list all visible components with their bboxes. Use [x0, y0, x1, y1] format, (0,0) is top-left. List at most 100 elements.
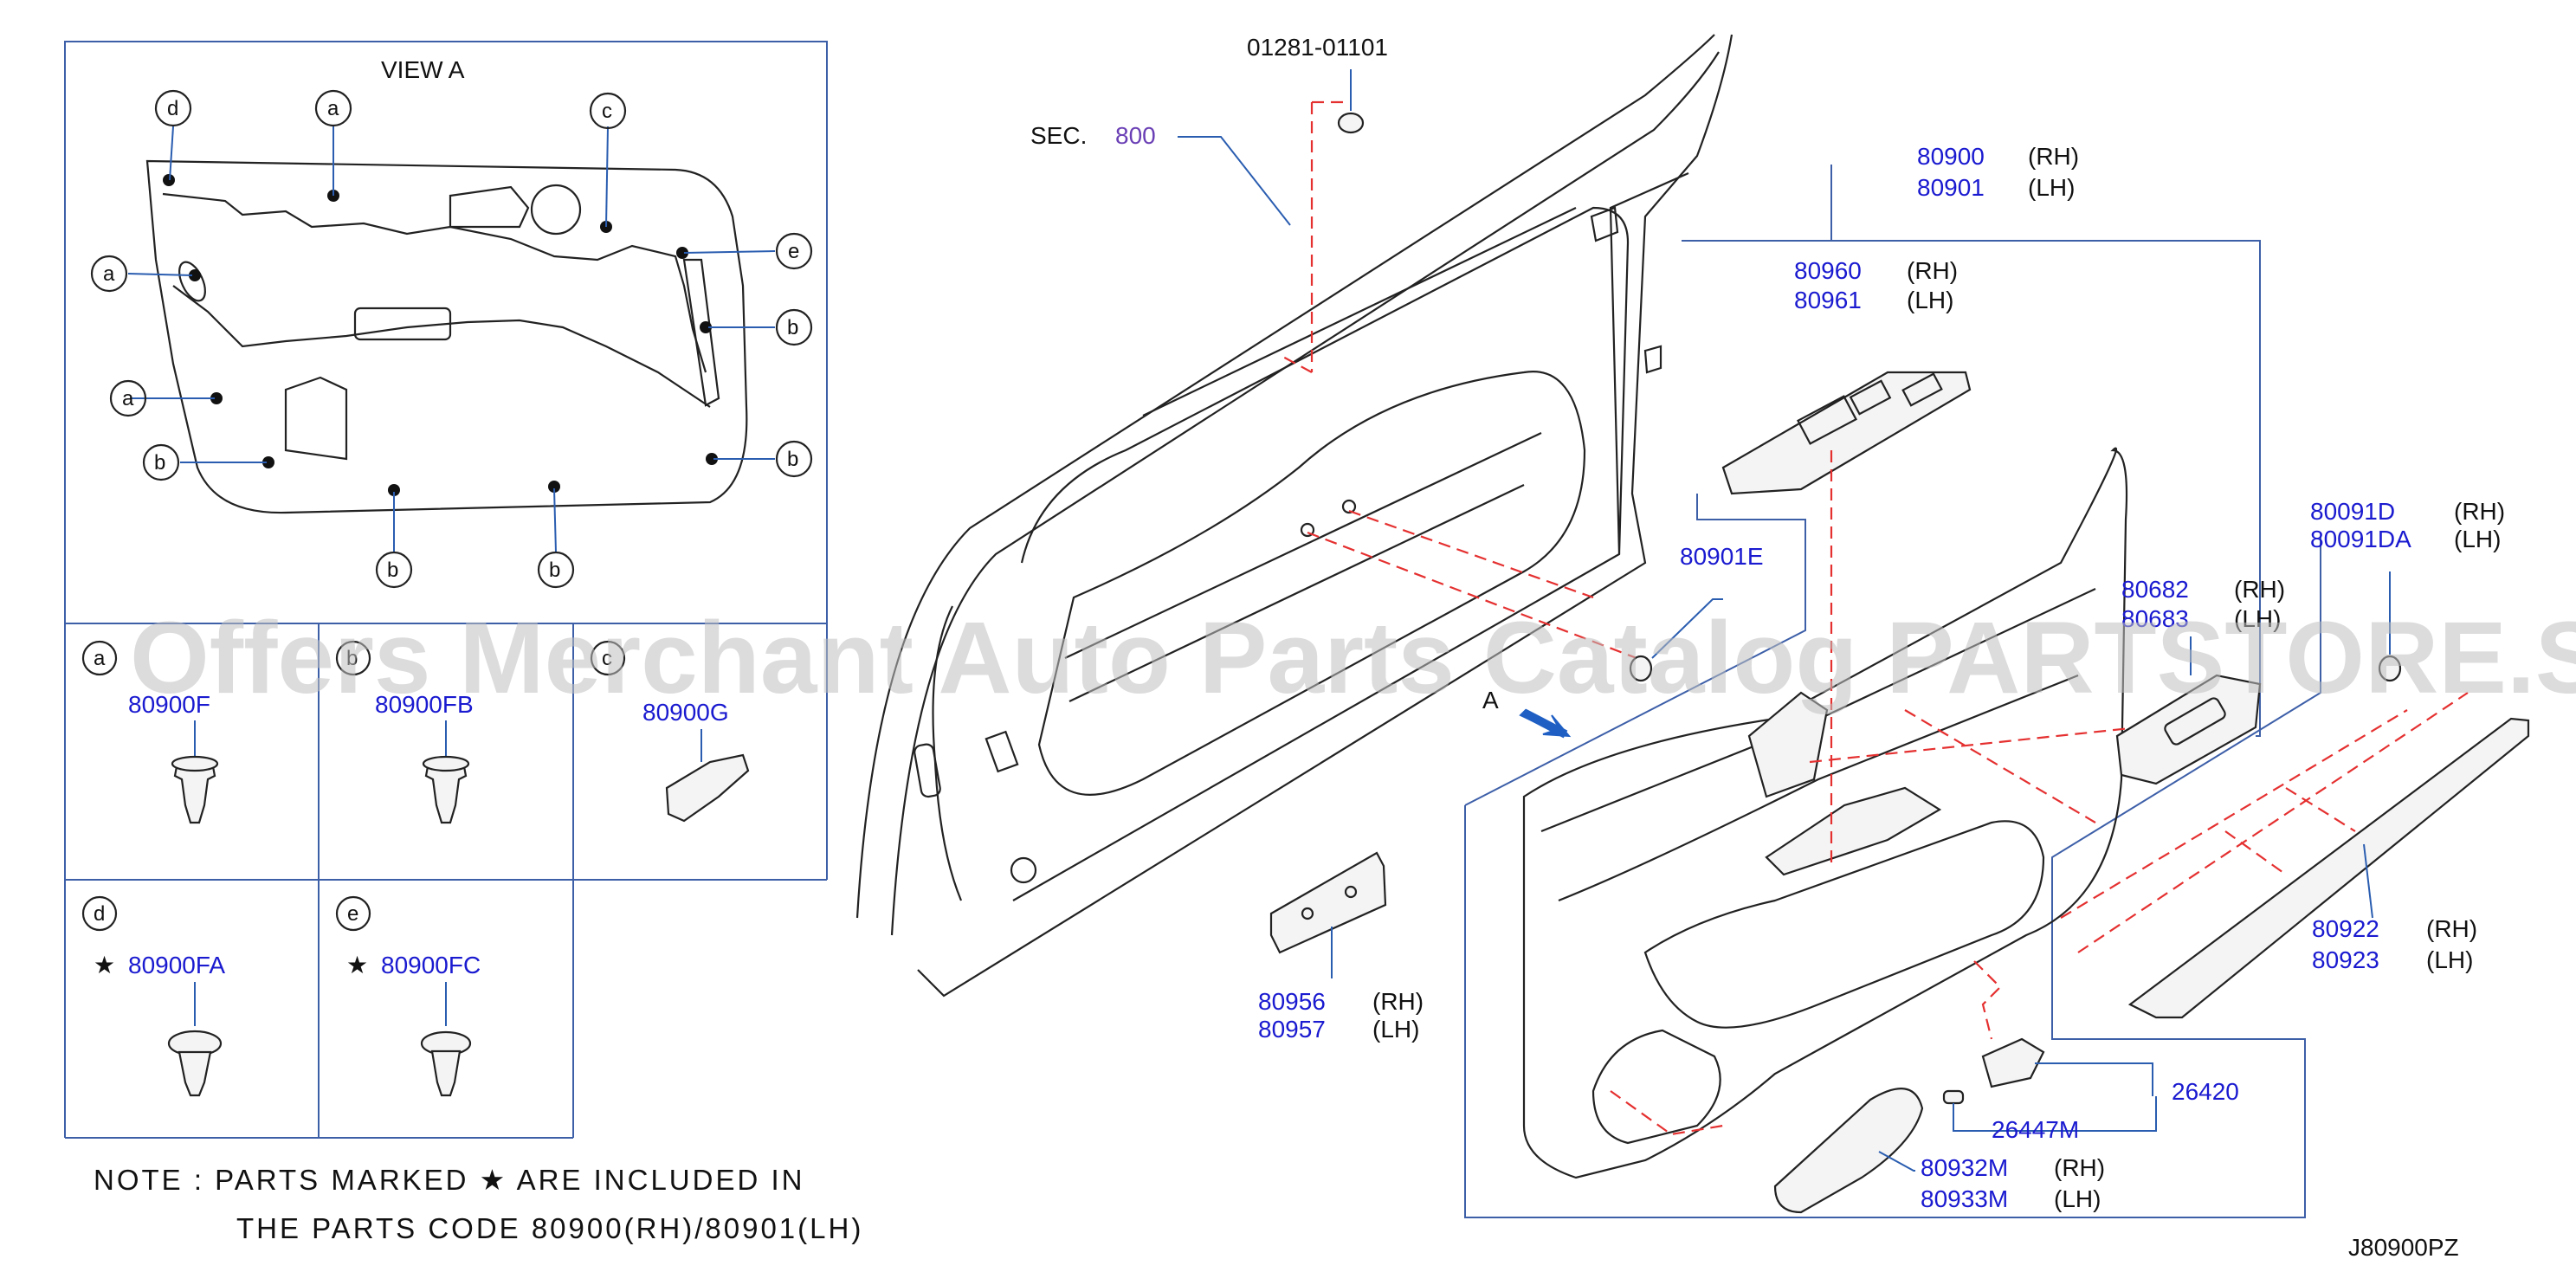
lamp-26420: 26420 26447M [1942, 960, 2239, 1143]
callout-b-right-2: b [775, 440, 813, 478]
switch-panel-80960: 80960 (RH) 80961 (LH) [1721, 257, 1972, 866]
svg-text:e: e [788, 240, 799, 263]
view-a-callouts: d a c a e b a b b b b [90, 89, 813, 589]
svg-text:(RH): (RH) [2454, 498, 2505, 525]
svg-text:(RH): (RH) [1907, 257, 1958, 284]
svg-text:A: A [1482, 687, 1499, 714]
grommet-01281-01101: 01281-01101 [1247, 34, 1388, 373]
clip-cell-c: c 80900G [590, 640, 750, 823]
part-number-80960: 80960 [1794, 257, 1862, 284]
svg-text:b: b [787, 448, 798, 471]
switch-opening [449, 185, 530, 229]
handle-hole [178, 261, 206, 302]
trim-board-inner-ribs [172, 285, 711, 408]
svg-text:(RH): (RH) [2028, 143, 2079, 170]
part-number-80900FA: 80900FA [128, 952, 225, 978]
clip-80900FB-icon [424, 760, 468, 824]
trim-board-label: 80900 (RH) 80901 (LH) [1917, 143, 2079, 201]
callout-a-top: a [314, 89, 352, 127]
svg-text:a: a [122, 387, 134, 410]
part-number-80957: 80957 [1258, 1016, 1326, 1043]
section-ref: SEC. 800 [1030, 122, 1291, 226]
svg-text:(LH): (LH) [2234, 605, 2281, 632]
part-number-80922: 80922 [2312, 915, 2379, 942]
part-number-80900: 80900 [1917, 143, 1985, 170]
callout-c: c [589, 92, 627, 130]
trim-board-upper-edge [162, 192, 707, 373]
svg-text:(LH): (LH) [2028, 174, 2075, 201]
speaker-opening [530, 184, 582, 236]
svg-text:(RH): (RH) [2426, 915, 2477, 942]
svg-text:a: a [94, 647, 106, 670]
trim-board-outline [145, 159, 748, 514]
pad-80932M: 80932M (RH) 80933M (LH) [1773, 1088, 2105, 1214]
trim-assembly [1464, 165, 2321, 1218]
door-frame [855, 34, 1733, 998]
diagram-code: J80900PZ [2348, 1234, 2459, 1261]
sec-label: SEC. [1030, 122, 1087, 149]
clip-80091D: 80091D (RH) 80091DA (LH) [2310, 498, 2505, 682]
callout-d: d [154, 89, 192, 127]
clip-80901E: 80901E [1307, 509, 1764, 682]
part-number-80961: 80961 [1794, 287, 1862, 313]
part-number-80956: 80956 [1258, 988, 1326, 1015]
clip-cell-e: e ★ 80900FC [335, 895, 481, 1097]
armrest-pocket [353, 307, 452, 341]
part-number-80900FC: 80900FC [381, 952, 481, 978]
svg-text:d: d [94, 902, 105, 926]
part-number-80900FB: 80900FB [375, 691, 474, 718]
note-line-2: THE PARTS CODE 80900(RH)/80901(LH) [236, 1212, 863, 1244]
part-number-80901: 80901 [1917, 174, 1985, 201]
sec-number-800: 800 [1115, 122, 1156, 149]
view-a-title: VIEW A [381, 56, 465, 83]
svg-text:(LH): (LH) [1907, 287, 1953, 313]
watermark: Offers Merchant Auto Parts Catalog PARTS… [130, 601, 2576, 715]
clip-80900G-icon [665, 753, 750, 823]
part-number-80901E: 80901E [1680, 543, 1764, 570]
pull-cup-opening [284, 376, 348, 461]
svg-text:d: d [167, 97, 178, 120]
part-number-80923: 80923 [2312, 946, 2379, 973]
callout-a-left: a [90, 255, 128, 293]
part-number-01281-01101: 01281-01101 [1247, 34, 1388, 61]
svg-text:b: b [346, 647, 358, 670]
svg-text:(RH): (RH) [1372, 988, 1424, 1015]
callout-b-right-1: b [775, 308, 813, 346]
part-number-80900F: 80900F [128, 691, 210, 718]
callout-b-bottom-1: b [375, 551, 413, 589]
svg-text:b: b [154, 451, 165, 475]
part-number-26447M: 26447M [1992, 1116, 2079, 1143]
clip-grid: a 80900F b 80900FB c 80900G d ★ [64, 623, 828, 1139]
svg-text:a: a [327, 97, 339, 120]
star-mark-d: ★ [94, 952, 115, 978]
svg-text:(RH): (RH) [2054, 1154, 2105, 1181]
clip-cell-a: a 80900F [81, 640, 219, 824]
svg-text:c: c [602, 100, 612, 123]
switch-80682: 80682 (RH) 80683 (LH) [2115, 576, 2285, 785]
bracket-80956: 80956 (RH) 80957 (LH) [1258, 851, 1424, 1043]
callout-b-left: b [142, 443, 180, 481]
clip-cell-d: d ★ 80900FA [81, 895, 225, 1097]
svg-text:(LH): (LH) [2426, 946, 2473, 973]
svg-text:b: b [549, 559, 560, 582]
clip-cell-b: b 80900FB [335, 640, 474, 824]
trim-edge-strip [682, 258, 720, 407]
svg-text:(RH): (RH) [2234, 576, 2285, 603]
svg-text:(LH): (LH) [2454, 526, 2501, 552]
svg-text:b: b [787, 316, 798, 339]
part-number-26420: 26420 [2172, 1078, 2239, 1105]
strip-80922: 80922 (RH) 80923 (LH) [2060, 692, 2530, 1019]
clip-dots [163, 174, 718, 496]
bulb-26447M [1942, 1089, 1965, 1105]
svg-text:(LH): (LH) [1372, 1016, 1419, 1043]
svg-text:c: c [602, 647, 612, 670]
star-mark-e: ★ [346, 952, 368, 978]
svg-text:(LH): (LH) [2054, 1185, 2101, 1212]
view-a-panel: VIEW A [64, 41, 828, 624]
part-number-80682: 80682 [2121, 576, 2189, 603]
part-number-80683: 80683 [2121, 605, 2189, 632]
part-number-80091D: 80091D [2310, 498, 2395, 525]
note-block: NOTE : PARTS MARKED ★ ARE INCLUDED IN TH… [94, 1164, 863, 1244]
note-line-1: NOTE : PARTS MARKED ★ ARE INCLUDED IN [94, 1164, 804, 1196]
